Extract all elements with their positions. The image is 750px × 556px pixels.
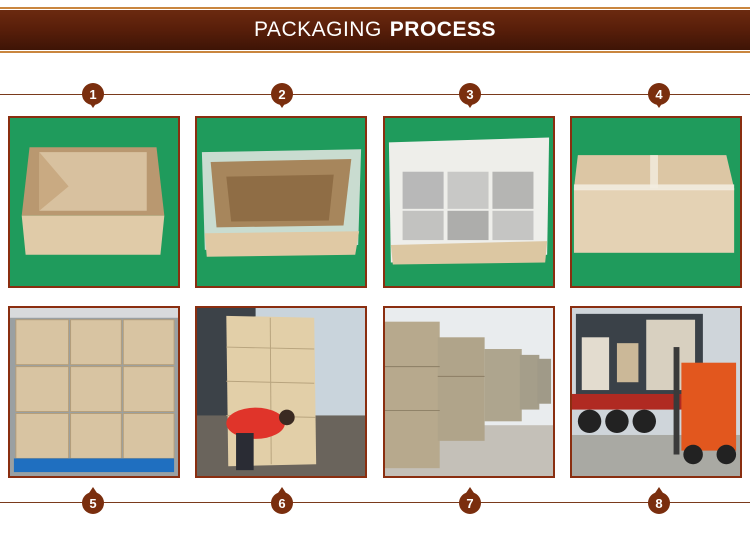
carton-with-plastic-liner-photo xyxy=(195,116,367,288)
step-badge-4: 4 xyxy=(648,83,670,108)
carton-filled-with-foil-bags-photo xyxy=(383,116,555,288)
sealed-carton-photo xyxy=(570,116,742,288)
cartons-on-pallet-photo xyxy=(8,306,180,478)
top-divider-line xyxy=(0,94,750,95)
step-badge-2: 2 xyxy=(271,83,293,108)
step-badge-1: 1 xyxy=(82,83,104,108)
title-light: PACKAGING xyxy=(253,18,382,41)
worker-wrapping-pallet-photo xyxy=(195,306,367,478)
step-badge-6: 6 xyxy=(271,487,293,514)
title-bold: PROCESS xyxy=(389,18,496,41)
truck-loading-forklift-photo xyxy=(570,306,742,478)
step-badge-8: 8 xyxy=(648,487,670,514)
empty-carton-box-photo xyxy=(8,116,180,288)
header-banner: PACKAGING PROCESS xyxy=(0,7,750,53)
bottom-divider-line xyxy=(0,502,750,503)
step-badge-7: 7 xyxy=(459,487,481,514)
page-title: PACKAGING PROCESS xyxy=(254,18,496,42)
step-badge-5: 5 xyxy=(82,487,104,514)
pallets-in-warehouse-photo xyxy=(383,306,555,478)
step-badge-3: 3 xyxy=(459,83,481,108)
